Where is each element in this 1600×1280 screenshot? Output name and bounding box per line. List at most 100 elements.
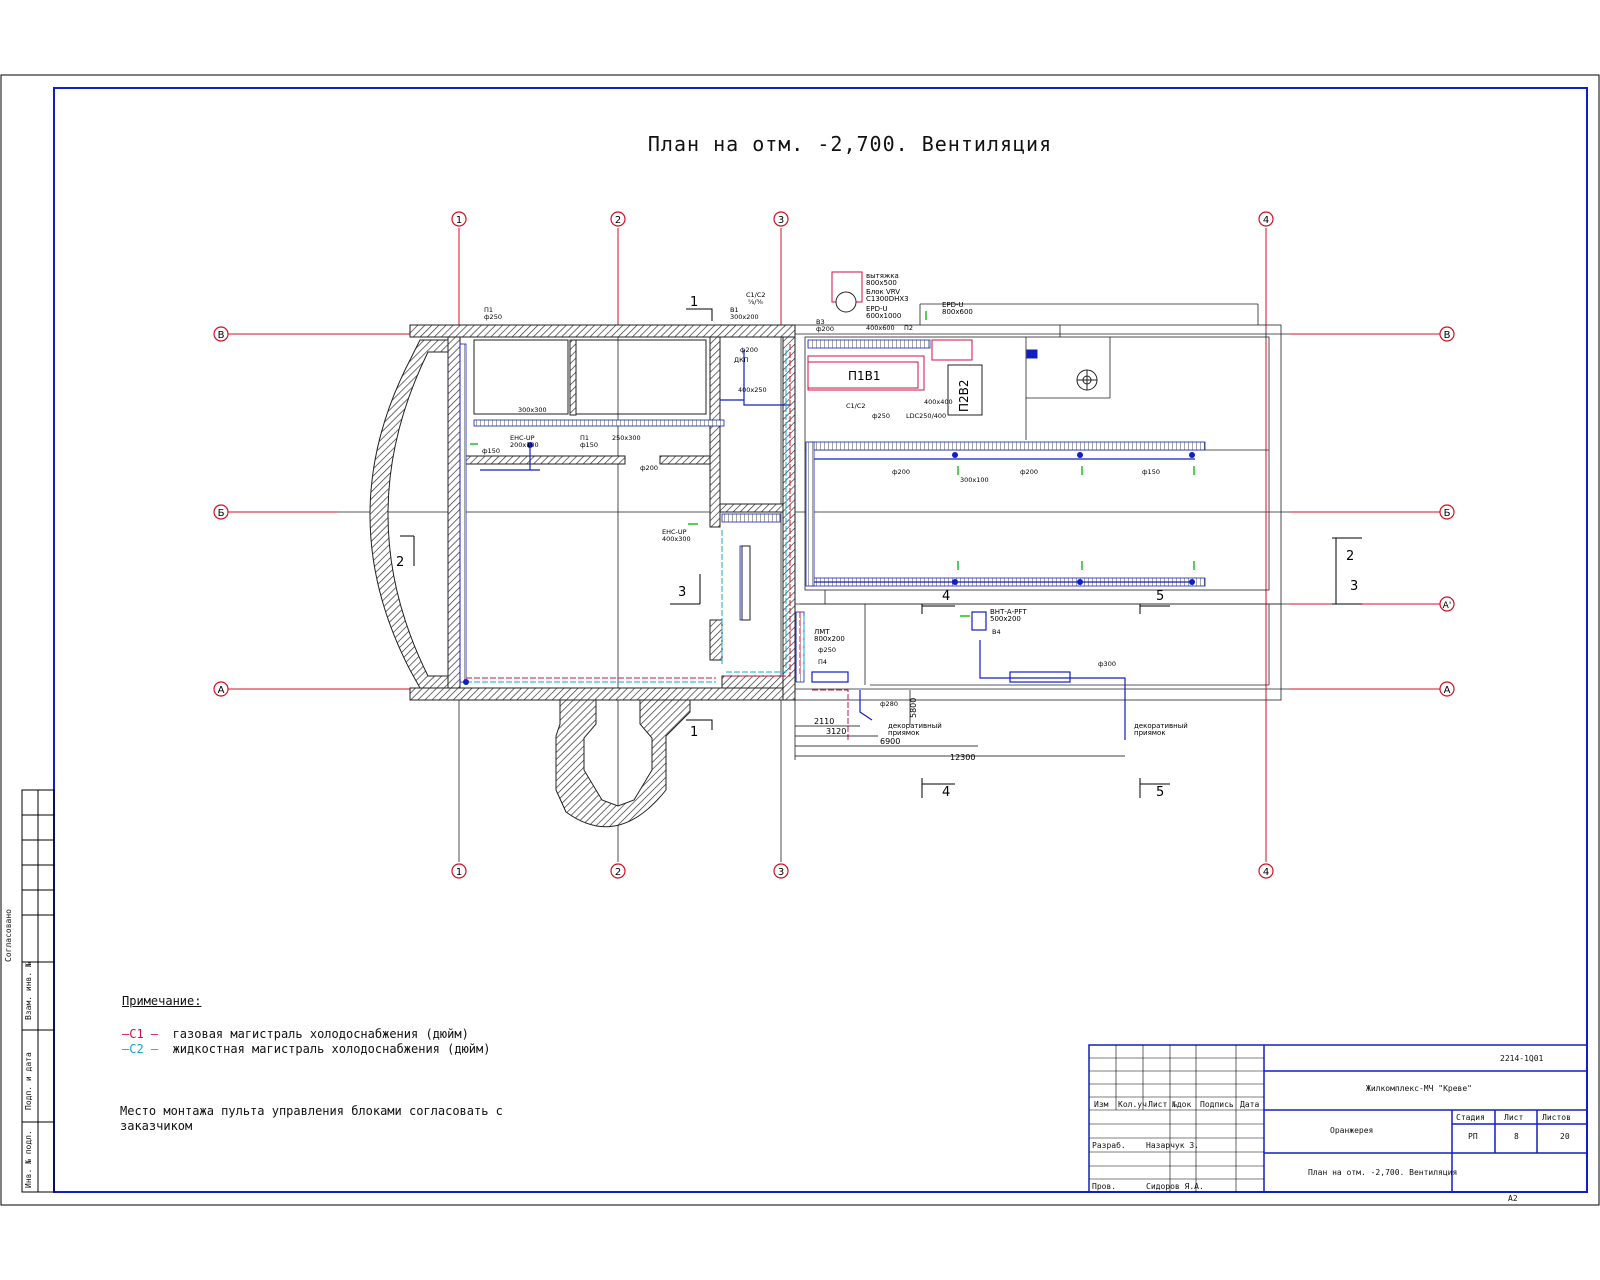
stamp-sheet-title: План на отм. -2,700. Вентиляция bbox=[1308, 1168, 1458, 1177]
axis-2-top: 2 bbox=[615, 215, 621, 226]
section-5-top: 5 bbox=[1156, 589, 1164, 604]
left-stamp-label-2: Подп. и дата bbox=[24, 1052, 33, 1110]
stamp-col-date: Дата bbox=[1240, 1100, 1260, 1109]
section-4-bottom: 4 bbox=[942, 785, 950, 800]
sheet-outer-border bbox=[0, 74, 1600, 1206]
axis-v-left: В bbox=[218, 330, 225, 341]
section-4-top: 4 bbox=[942, 589, 950, 604]
duct-label: ⅝/⅜ bbox=[748, 298, 763, 306]
legend-c2-row: —C2 — жидкостная магистраль холодоснабже… bbox=[122, 1042, 490, 1057]
duct-label: П4 bbox=[818, 658, 827, 666]
duct-label: В3 bbox=[816, 318, 825, 326]
duct-label: ф250 bbox=[484, 313, 502, 321]
title-block bbox=[1088, 1044, 1588, 1193]
axis-a-prime-right: А' bbox=[1443, 601, 1452, 611]
fan-label-2: 800х500 bbox=[866, 279, 897, 287]
duct-label: ф150 bbox=[482, 447, 500, 455]
stamp-sheet: 8 bbox=[1514, 1132, 1519, 1141]
axis-b-right: Б bbox=[1444, 508, 1451, 519]
axis-4-bottom: 4 bbox=[1263, 867, 1269, 878]
mount-note: Место монтажа пульта управления блоками … bbox=[120, 1104, 503, 1133]
section-2-left: 2 bbox=[396, 555, 404, 570]
stamp-checked: Пров. bbox=[1092, 1182, 1117, 1191]
axis-bubbles bbox=[213, 211, 1455, 879]
stamp-col-doc: №док bbox=[1172, 1100, 1192, 1109]
p2v2-label: П2В2 bbox=[957, 379, 971, 412]
section-labels: 1 1 2 3 4 5 4 5 2 3 bbox=[396, 295, 1358, 800]
erd2-label-2: 800х600 bbox=[942, 308, 973, 316]
duct-label: ДКП bbox=[734, 356, 749, 364]
axis-a-right: А bbox=[1444, 685, 1451, 696]
stamp-col-sign: Подпись bbox=[1200, 1100, 1234, 1109]
left-stamp-label-3: Инв. № подл. bbox=[24, 1130, 33, 1188]
decor-2a: декоративный bbox=[1134, 722, 1188, 730]
duct-label: LDC250/400 bbox=[906, 412, 946, 420]
stamp-sheet-head: Лист bbox=[1504, 1113, 1524, 1122]
dim-3120: 3120 bbox=[826, 727, 846, 736]
left-stamp-label-1: Взам. инв. № bbox=[24, 962, 33, 1020]
fan-label-4: C1300DHX3 bbox=[866, 295, 909, 303]
decor-2b: приямок bbox=[1134, 729, 1166, 737]
duct-label: 400х300 bbox=[662, 535, 691, 543]
duct-label: ф280 bbox=[880, 700, 898, 708]
stamp-format: А2 bbox=[1508, 1194, 1518, 1203]
dimension-labels: 2110 3120 6900 12300 5800 декоративный п… bbox=[814, 698, 1188, 762]
stamp-object: Оранжерея bbox=[1330, 1126, 1374, 1135]
duct-runs-blue bbox=[480, 350, 1195, 740]
bmt-label-1: ВНТ-А-РFТ bbox=[990, 608, 1027, 616]
section-3-right: 3 bbox=[1350, 579, 1358, 594]
legend-c2-text: жидкостная магистраль холодоснабжения (д… bbox=[172, 1042, 491, 1056]
legend-c2-code: —C2 — bbox=[122, 1042, 159, 1056]
stamp-code: 2214-1Q01 bbox=[1500, 1054, 1544, 1063]
section-1-bottom: 1 bbox=[690, 725, 698, 740]
legend-c1-code: —C1 — bbox=[122, 1027, 159, 1041]
dim-12300: 12300 bbox=[950, 753, 975, 762]
stamp-col-izm: Изм bbox=[1094, 1100, 1109, 1109]
axis-bubble-labels: 1 2 3 4 1 2 3 4 В Б А В Б А А' bbox=[218, 215, 1452, 878]
duct-label: 300х100 bbox=[960, 476, 989, 484]
axis-1-bottom: 1 bbox=[456, 867, 462, 878]
stamp-stage-head: Стадия bbox=[1456, 1113, 1485, 1122]
stamp-col-kol: Кол.уч bbox=[1118, 1100, 1147, 1109]
axis-1-top: 1 bbox=[456, 215, 462, 226]
axis-v-right: В bbox=[1444, 330, 1451, 341]
lmt-label-1: ЛМТ bbox=[814, 628, 830, 636]
axis-a-left: А bbox=[218, 685, 225, 696]
duct-label: П2 bbox=[904, 324, 913, 332]
dim-6900: 6900 bbox=[880, 737, 900, 746]
stamp-sheets: 20 bbox=[1560, 1132, 1570, 1141]
title-block-grid bbox=[1089, 1045, 1264, 1192]
axis-3-top: 3 bbox=[778, 215, 784, 226]
duct-label: С1/С2 bbox=[746, 291, 766, 299]
duct-label: П1 bbox=[580, 434, 589, 442]
section-1-top: 1 bbox=[690, 295, 698, 310]
axis-b-left: Б bbox=[218, 508, 225, 519]
duct-label: 400х600 bbox=[866, 324, 895, 332]
stamp-sheets-head: Листов bbox=[1542, 1113, 1571, 1122]
axis-4-top: 4 bbox=[1263, 215, 1269, 226]
section-5-bottom: 5 bbox=[1156, 785, 1164, 800]
notes-header: Примечание: bbox=[122, 994, 202, 1008]
stamp-company: Жилкомплекс-МЧ "Креве" bbox=[1366, 1084, 1472, 1093]
stamp-developer-name: Назарчук З. bbox=[1146, 1141, 1199, 1150]
stamp-checker-name: Сидоров Я.А. bbox=[1146, 1182, 1204, 1191]
drain-symbol bbox=[1076, 369, 1098, 391]
equipment-labels: П1В1 П2В2 вытяжка 800х500 Блок VRV C1300… bbox=[814, 272, 1027, 643]
duct-label: ф250 bbox=[818, 646, 836, 654]
duct-label: 400х250 bbox=[738, 386, 767, 394]
fan-label-1: вытяжка bbox=[866, 272, 899, 280]
duct-label: П1 bbox=[484, 306, 493, 314]
stamp-col-list: Лист bbox=[1148, 1100, 1168, 1109]
section-2-right: 2 bbox=[1346, 549, 1354, 564]
section-markers bbox=[400, 308, 1362, 798]
duct-label: ф150 bbox=[1142, 468, 1160, 476]
left-stamp-label-4: Согласовано bbox=[4, 909, 13, 962]
duct-label: ф200 bbox=[816, 325, 834, 333]
sheet-frame bbox=[53, 87, 1588, 1193]
duct-label: ф300 bbox=[1098, 660, 1116, 668]
equipment bbox=[741, 271, 1038, 621]
duct-label: ЕНС-UP bbox=[510, 434, 535, 442]
erd1-label-1: ЕРD-U bbox=[866, 305, 888, 313]
dim-5800: 5800 bbox=[909, 698, 918, 718]
